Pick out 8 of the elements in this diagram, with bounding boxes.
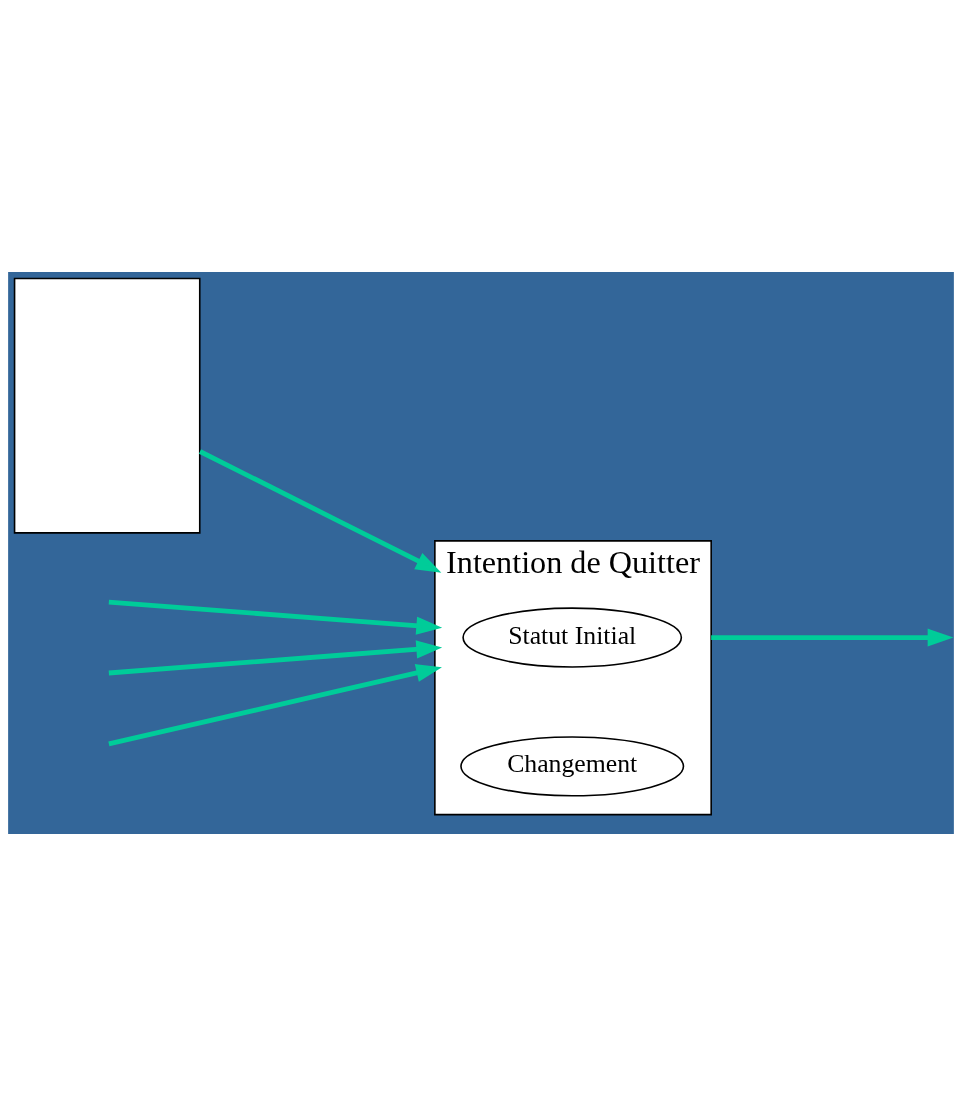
arrow: [198, 449, 442, 573]
arrow: [108, 599, 443, 635]
node-box: [13, 277, 201, 534]
node-ellipse: Statut Initial: [462, 607, 683, 668]
node-ellipse: Changement: [460, 736, 685, 797]
arrow: [108, 640, 443, 676]
arrow: [711, 628, 954, 647]
arrow: [108, 664, 442, 747]
